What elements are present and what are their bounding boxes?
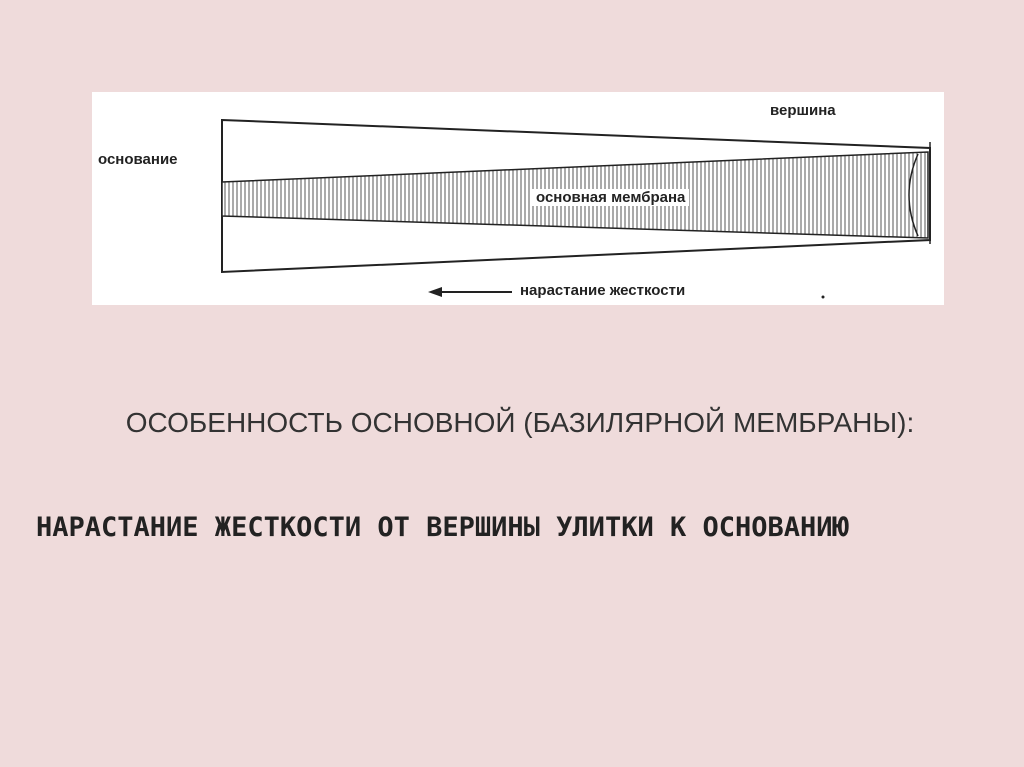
stiffness-arrow-head xyxy=(428,287,442,297)
key-statement: НАРАСТАНИЕ ЖЕСТКОСТИ ОТ ВЕРШИНЫ УЛИТКИ К… xyxy=(36,508,996,548)
slide-heading: ОСОБЕННОСТЬ ОСНОВНОЙ (БАЗИЛЯРНОЙ МЕМБРАН… xyxy=(80,404,960,442)
membrane-label: основная мембрана xyxy=(532,189,689,206)
base-label: основание xyxy=(98,151,178,168)
apex-label: вершина xyxy=(770,102,836,119)
basilar-membrane-diagram: вершина основание основная мембрана нара… xyxy=(92,92,944,305)
stray-dot xyxy=(822,296,825,299)
stiffness-label: нарастание жесткости xyxy=(520,282,685,299)
diagram-drawing xyxy=(92,92,944,305)
